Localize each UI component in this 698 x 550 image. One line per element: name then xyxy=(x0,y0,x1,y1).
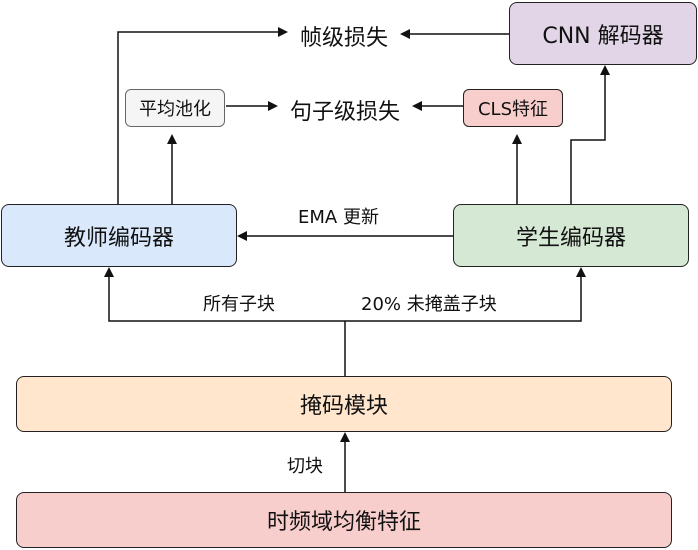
arrow-teacher-to-frame-loss xyxy=(117,27,288,204)
cnn-decoder-label: CNN 解码器 xyxy=(542,23,664,49)
arrow-student-to-decoder xyxy=(570,65,610,204)
ema-update-label: EMA 更新 xyxy=(298,207,379,228)
mask-module-node: 掩码模块 xyxy=(16,376,672,432)
frame-loss-label: 帧级损失 xyxy=(300,26,389,51)
all-blocks-label: 所有子块 xyxy=(203,294,275,315)
arrow-mask-to-student xyxy=(345,267,586,322)
avg-pool-node: 平均池化 xyxy=(125,89,225,127)
cls-feature-node: CLS特征 xyxy=(463,89,563,127)
sentence-loss-label: 句子级损失 xyxy=(290,100,401,125)
teacher-encoder-node: 教师编码器 xyxy=(1,204,237,267)
tf-features-label: 时频域均衡特征 xyxy=(266,510,421,535)
teacher-encoder-label: 教师编码器 xyxy=(63,225,174,251)
cls-feature-label: CLS特征 xyxy=(477,99,549,120)
avg-pool-label: 平均池化 xyxy=(139,99,211,120)
cnn-decoder-node: CNN 解码器 xyxy=(509,2,697,65)
student-encoder-node: 学生编码器 xyxy=(453,204,689,267)
student-encoder-label: 学生编码器 xyxy=(515,225,626,251)
chunk-label: 切块 xyxy=(287,456,323,477)
mask-module-label: 掩码模块 xyxy=(299,394,388,419)
arrow-mask-to-teacher xyxy=(104,267,345,322)
tf-features-node: 时频域均衡特征 xyxy=(16,492,672,548)
unmasked-blocks-label: 20% 未掩盖子块 xyxy=(361,294,497,315)
